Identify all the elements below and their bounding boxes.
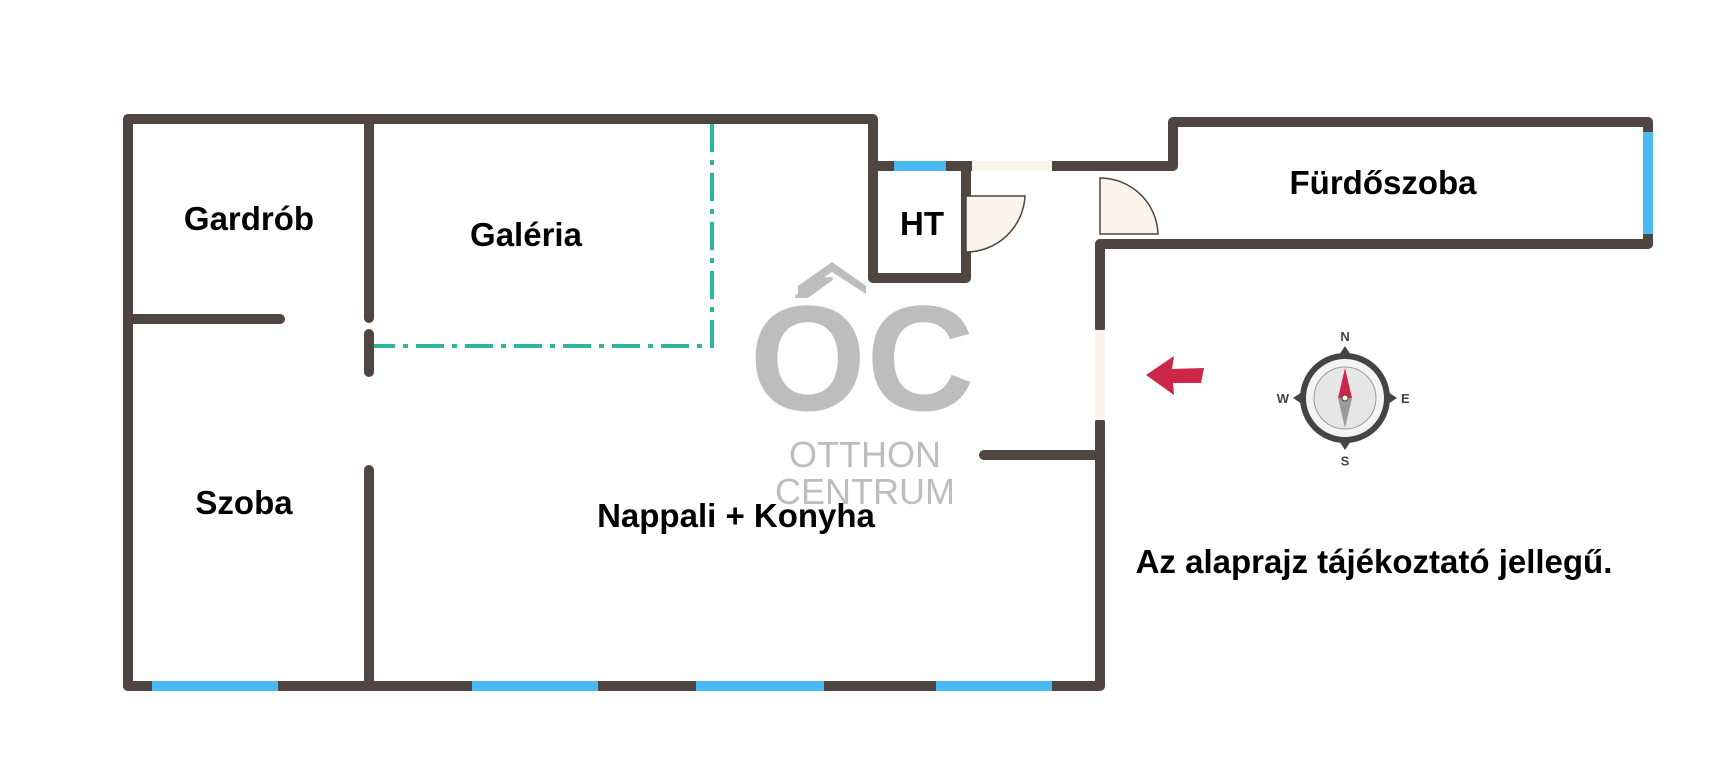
room-label-szoba: Szoba bbox=[195, 484, 293, 521]
arrow-left-icon bbox=[1146, 356, 1204, 395]
windows bbox=[152, 132, 1653, 691]
wall-corridor-top bbox=[868, 117, 1653, 171]
watermark-line2: CENTRUM bbox=[775, 471, 955, 512]
corridor-opening bbox=[972, 161, 1052, 171]
ht-door bbox=[965, 195, 1026, 253]
watermark-logo: ÓC bbox=[750, 274, 975, 442]
room-label-ht: HT bbox=[900, 205, 944, 242]
entrance-opening bbox=[1095, 330, 1105, 420]
room-label-furdoszoba: Fürdőszoba bbox=[1290, 164, 1478, 201]
compass-west: W bbox=[1277, 391, 1290, 406]
bath-door bbox=[1099, 177, 1159, 235]
watermark-accent-icon bbox=[798, 262, 866, 294]
wall-outer-bottom bbox=[123, 459, 1105, 691]
compass-icon: N S E W bbox=[1277, 329, 1410, 469]
watermark-line1: OTTHON bbox=[789, 434, 941, 475]
compass-east: E bbox=[1401, 391, 1410, 406]
gallery-boundary bbox=[370, 124, 714, 348]
room-label-nappali: Nappali + Konyha bbox=[597, 497, 875, 534]
wall-outer-left bbox=[123, 114, 878, 691]
walls bbox=[123, 114, 1653, 691]
doors bbox=[965, 161, 1159, 420]
disclaimer-note: Az alaprajz tájékoztató jellegű. bbox=[1136, 543, 1613, 580]
room-label-gardrob: Gardrób bbox=[184, 200, 314, 237]
compass-south: S bbox=[1341, 454, 1350, 469]
watermark: ÓC OTTHON CENTRUM bbox=[750, 262, 975, 512]
compass-north: N bbox=[1340, 329, 1349, 344]
room-label-galeria: Galéria bbox=[470, 216, 583, 253]
